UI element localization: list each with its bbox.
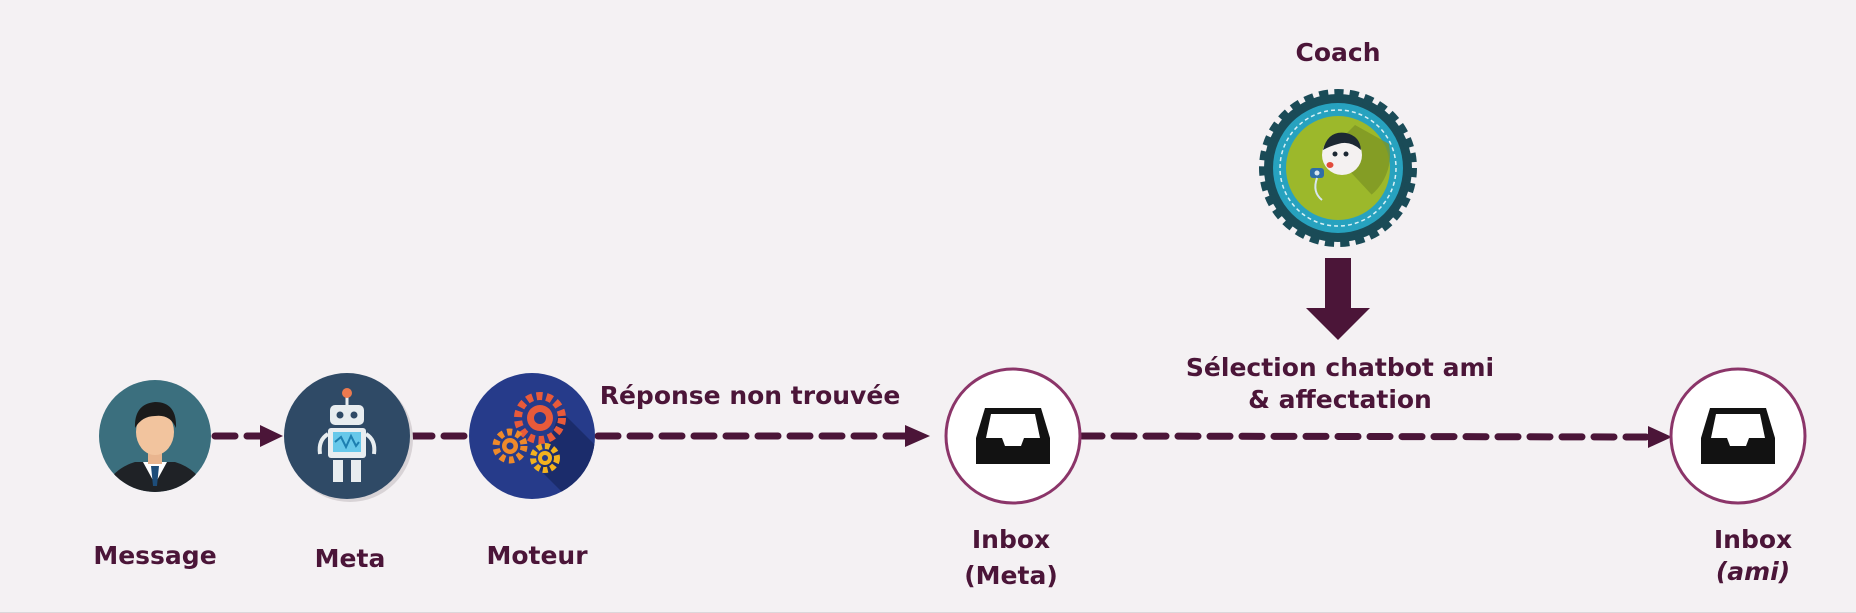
reponse-non-trouvee-label: Réponse non trouvée: [599, 381, 901, 410]
inbox-ami-label-line2: (ami): [1715, 557, 1791, 586]
moteur-label: Moteur: [486, 541, 588, 570]
robot-icon: [317, 388, 377, 482]
arrow-moteur-to-inbox-meta: [594, 425, 930, 447]
selection-label-line2: & affectation: [1248, 385, 1432, 414]
inbox-tray-icon: [976, 408, 1050, 464]
gears-icon: [492, 392, 566, 473]
meta-label: Meta: [314, 544, 386, 573]
inbox-meta-label-line1: Inbox: [971, 525, 1051, 554]
inbox-tray-icon: [1701, 408, 1775, 464]
moteur-node: [469, 373, 595, 499]
message-node: [99, 380, 211, 492]
meta-node: [284, 373, 413, 502]
inbox-ami-label-line1: Inbox: [1713, 525, 1793, 554]
arrow-inbox-meta-to-inbox-ami: [1078, 426, 1672, 448]
inbox-meta-label-line2: (Meta): [964, 561, 1058, 590]
inbox-ami-node: [1669, 367, 1807, 505]
coach-node: [1259, 89, 1417, 247]
arrow-coach-down: [1306, 258, 1370, 340]
arrow-message-to-meta: [211, 425, 283, 447]
selection-label-line1: Sélection chatbot ami: [1185, 353, 1495, 382]
inbox-meta-node: [944, 367, 1082, 505]
message-label: Message: [93, 541, 217, 570]
coach-label: Coach: [1295, 38, 1381, 67]
